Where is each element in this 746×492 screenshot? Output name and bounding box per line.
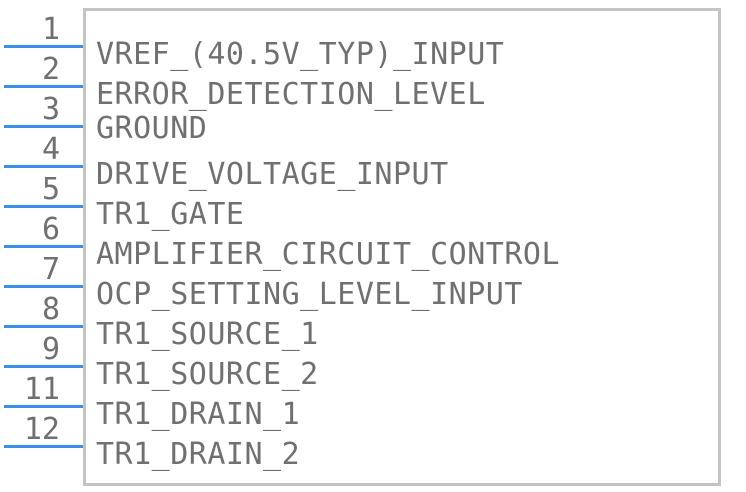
pin-line-7 xyxy=(4,285,83,288)
pin-number-2: 2 xyxy=(41,52,60,87)
pin-label-6: AMPLIFIER_CIRCUIT_CONTROL xyxy=(96,237,561,272)
pin-number-1: 1 xyxy=(41,12,60,47)
pin-label-9: TR1_SOURCE_2 xyxy=(96,357,319,392)
pin-number-9: 9 xyxy=(41,332,60,367)
pin-line-6 xyxy=(4,245,83,248)
pin-label-7: OCP_SETTING_LEVEL_INPUT xyxy=(96,277,523,312)
pin-number-6: 6 xyxy=(41,212,60,247)
pin-label-11: TR1_DRAIN_1 xyxy=(96,397,301,432)
pin-label-3: GROUND xyxy=(96,111,208,146)
component-body-outline xyxy=(83,8,721,486)
pin-label-4: DRIVE_VOLTAGE_INPUT xyxy=(96,157,449,192)
pin-label-12: TR1_DRAIN_2 xyxy=(96,437,301,472)
pin-label-5: TR1_GATE xyxy=(96,197,245,232)
pin-number-12: 12 xyxy=(23,412,60,447)
pin-number-7: 7 xyxy=(41,252,60,287)
pin-number-3: 3 xyxy=(41,92,60,127)
pin-number-11: 11 xyxy=(23,372,60,407)
pin-label-2: ERROR_DETECTION_LEVEL xyxy=(96,77,486,112)
pin-number-4: 4 xyxy=(41,132,60,167)
pin-number-8: 8 xyxy=(41,292,60,327)
pin-line-9 xyxy=(4,365,83,368)
pin-line-4 xyxy=(4,165,83,168)
pin-label-8: TR1_SOURCE_1 xyxy=(96,317,319,352)
pin-line-12 xyxy=(4,445,83,448)
pin-line-8 xyxy=(4,325,83,328)
pin-line-5 xyxy=(4,205,83,208)
pin-line-3 xyxy=(4,125,83,128)
pin-line-11 xyxy=(4,405,83,408)
pin-number-5: 5 xyxy=(41,172,60,207)
pin-line-1 xyxy=(4,45,83,48)
pin-label-1: VREF_(40.5V_TYP)_INPUT xyxy=(96,37,505,72)
pin-line-2 xyxy=(4,85,83,88)
